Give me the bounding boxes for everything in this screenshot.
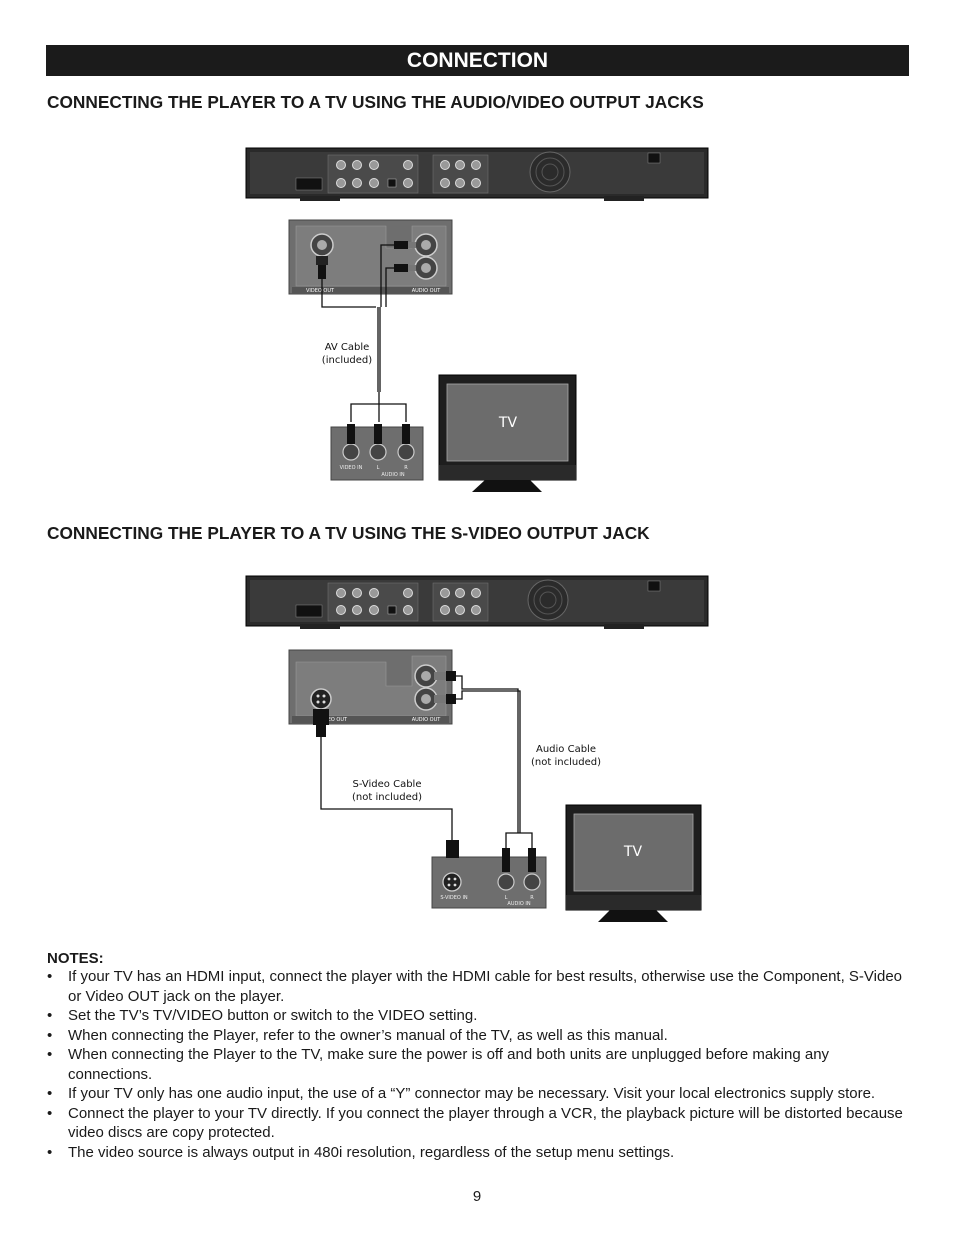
panel-label-audio-out: AUDIO OUT xyxy=(412,717,442,723)
tv-icon: TV xyxy=(438,374,577,492)
section-heading-av: CONNECTING THE PLAYER TO A TV USING THE … xyxy=(47,92,704,112)
note-item: Set the TV’s TV/VIDEO button or switch t… xyxy=(47,1006,909,1026)
channel-label-r: R xyxy=(404,465,408,471)
player-rear-panel xyxy=(245,575,709,629)
svideo-cable-label-note: (not included) xyxy=(352,792,422,803)
tv-icon: TV xyxy=(565,804,702,922)
svideo-connection-diagram: VIDEO OUT AUDIO OUT Audio Cable (not inc… xyxy=(245,575,709,922)
tv-input-panel: S-VIDEO IN L R AUDIO IN xyxy=(431,840,547,909)
note-item: When connecting the Player, refer to the… xyxy=(47,1026,909,1046)
section-heading-svideo: CONNECTING THE PLAYER TO A TV USING THE … xyxy=(47,523,650,543)
audio-cable-label-note: (not included) xyxy=(531,757,601,768)
panel-label-video-out: VIDEO OUT xyxy=(306,288,335,294)
panel-label-audio-out: AUDIO OUT xyxy=(412,288,442,294)
tv-input-panel: VIDEO IN L R AUDIO IN xyxy=(330,424,424,481)
channel-label-r: R xyxy=(530,895,534,901)
note-item: When connecting the Player to the TV, ma… xyxy=(47,1045,909,1084)
zoomed-output-panel: VIDEO OUT AUDIO OUT xyxy=(288,219,453,295)
av-cable xyxy=(321,244,407,422)
tv-input-label-audio-in: AUDIO IN xyxy=(381,472,404,478)
audio-cable-label: Audio Cable xyxy=(536,744,596,755)
notes-list: If your TV has an HDMI input, connect th… xyxy=(47,967,909,1162)
player-rear-panel xyxy=(245,147,709,201)
svideo-cable-label: S-Video Cable xyxy=(353,779,422,790)
notes-title: NOTES: xyxy=(47,950,104,967)
tv-label: TV xyxy=(623,844,643,860)
svideo-and-audio-plugs xyxy=(313,671,456,737)
section-banner: CONNECTION xyxy=(46,45,909,76)
av-cable-plugs-out xyxy=(316,241,416,279)
av-cable-label-note: (included) xyxy=(322,355,372,366)
tv-input-label-video-in: VIDEO IN xyxy=(340,465,363,471)
cables xyxy=(320,675,533,848)
note-item: If your TV only has one audio input, the… xyxy=(47,1084,909,1104)
note-item: If your TV has an HDMI input, connect th… xyxy=(47,967,909,1006)
av-cable-label: AV Cable xyxy=(325,342,370,353)
note-item: The video source is always output in 480… xyxy=(47,1143,909,1163)
channel-label-l: L xyxy=(505,895,508,901)
tv-input-label-audio-in: AUDIO IN xyxy=(507,901,530,907)
tv-label: TV xyxy=(498,415,518,431)
panel-label-video-out: VIDEO OUT xyxy=(319,717,348,723)
page-number: 9 xyxy=(472,1188,482,1205)
av-connection-diagram: VIDEO OUT AUDIO OUT AV Cable (included) … xyxy=(245,147,709,492)
tv-input-label-svideo-in: S-VIDEO IN xyxy=(440,895,468,901)
banner-title: CONNECTION xyxy=(406,48,549,72)
note-item: Connect the player to your TV directly. … xyxy=(47,1104,909,1143)
channel-label-l: L xyxy=(377,465,380,471)
